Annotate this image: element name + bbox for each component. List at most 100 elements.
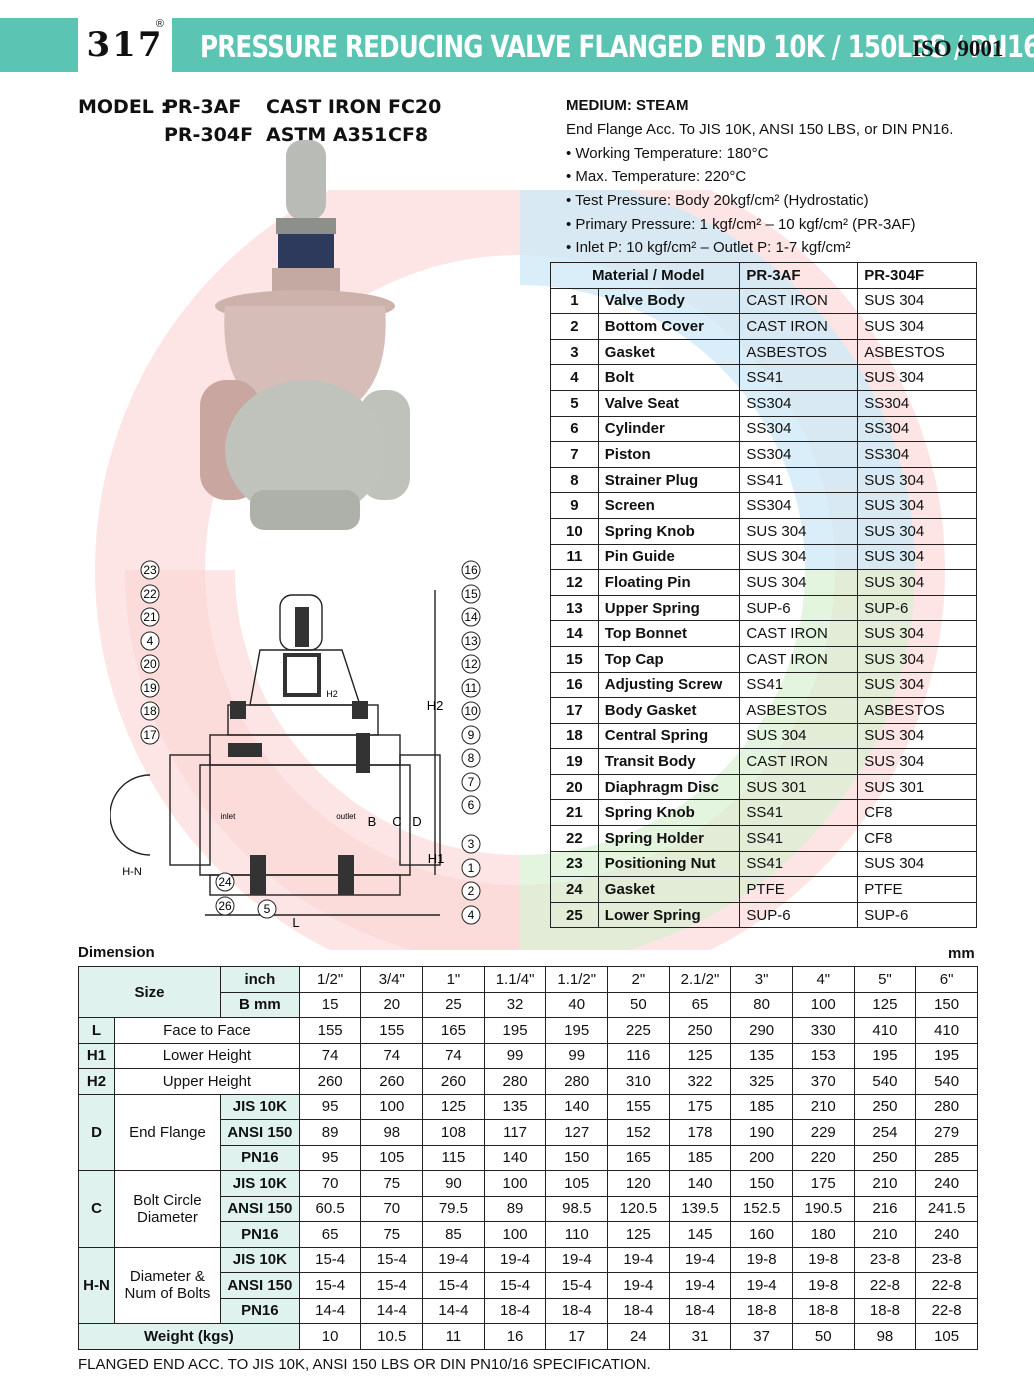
dimension-value: 195 (853, 1042, 917, 1069)
inch-value: 1" (422, 966, 485, 993)
dimension-value: 210 (853, 1221, 917, 1248)
material-pr3af: SUP-6 (739, 594, 859, 622)
dimension-value: 280 (483, 1068, 547, 1095)
dimension-code: H1 (78, 1042, 115, 1069)
material-pr304f: SUS 304 (857, 645, 977, 673)
dimension-value: 260 (422, 1068, 485, 1095)
material-part-name: Spring Knob (597, 517, 741, 545)
material-pr304f: ASBESTOS (857, 697, 977, 724)
dimension-value: 370 (791, 1068, 855, 1095)
page-title: PRESSURE REDUCING VALVE FLANGED END 10K … (200, 30, 1034, 65)
callouts-right: 16 15 14 13 12 11 10 9 8 7 6 3 1 2 4 (461, 560, 481, 925)
material-pr304f: PTFE (857, 876, 977, 903)
material-pr3af: SS304 (739, 415, 859, 443)
valve-cross-section-diagram: 23 22 21 4 20 19 18 17 16 15 14 13 12 11… (110, 560, 481, 930)
dimension-value: 18-8 (791, 1297, 855, 1324)
dimension-value: 175 (668, 1093, 732, 1120)
material-number: 8 (550, 466, 599, 494)
material-pr304f: SUS 304 (857, 517, 977, 545)
dimension-value: 98.5 (545, 1195, 609, 1222)
dimension-value: 152.5 (730, 1195, 793, 1222)
material-pr304f: SUS 304 (857, 543, 977, 571)
standard-label: PN16 (219, 1221, 300, 1248)
material-part-name: Valve Seat (597, 389, 741, 417)
material-number: 23 (550, 850, 599, 878)
spec-medium: MEDIUM: STEAM (566, 97, 689, 114)
svg-text:20: 20 (143, 657, 157, 671)
material-number: 21 (550, 799, 599, 827)
footer-note: FLANGED END ACC. TO JIS 10K, ANSI 150 LB… (78, 1356, 651, 1373)
material-pr304f: SUP-6 (857, 901, 977, 929)
dimension-label: Diameter & Num of Bolts (113, 1246, 221, 1324)
standard-label: JIS 10K (219, 1246, 300, 1273)
dimension-value: 22-8 (915, 1272, 978, 1299)
material-pr304f: SUS 304 (857, 313, 977, 340)
svg-text:H-N: H-N (122, 866, 142, 878)
material-pr3af: SS41 (739, 466, 859, 494)
svg-text:15: 15 (464, 587, 478, 601)
dimension-value: 18-4 (483, 1297, 547, 1324)
dimension-value: 19-8 (791, 1272, 855, 1299)
dimension-value: 19-4 (607, 1272, 670, 1299)
material-number: 10 (550, 517, 599, 545)
dimension-value: 14-4 (422, 1297, 485, 1324)
material-part-name: Positioning Nut (597, 850, 741, 878)
dimension-value: 210 (853, 1170, 917, 1197)
dimension-value: 250 (853, 1144, 917, 1171)
standard-label: JIS 10K (219, 1170, 300, 1197)
dimension-value: 229 (791, 1119, 855, 1146)
weight-value: 10.5 (360, 1323, 424, 1350)
material-part-name: Bottom Cover (597, 313, 741, 340)
material-pr3af: SUS 304 (739, 569, 859, 596)
dimension-value: 120.5 (607, 1195, 670, 1222)
standard-label: JIS 10K (219, 1093, 300, 1120)
svg-text:9: 9 (468, 728, 475, 742)
material-part-name: Piston (597, 441, 741, 468)
standard-label: ANSI 150 (219, 1272, 300, 1299)
material-pr304f: SS304 (857, 389, 977, 417)
bmm-value: 25 (422, 991, 485, 1018)
dimension-value: 540 (853, 1068, 917, 1095)
spec-bullet: • Test Pressure: Body 20kgf/cm² (Hydrost… (566, 192, 869, 209)
dimension-value: 175 (791, 1170, 855, 1197)
svg-text:8: 8 (468, 751, 475, 765)
dimension-value: 116 (607, 1042, 670, 1069)
weight-value: 50 (791, 1323, 855, 1350)
svg-text:1: 1 (468, 861, 475, 875)
inch-value: 2" (607, 966, 670, 993)
dimension-value: 180 (791, 1221, 855, 1248)
model-material-1: CAST IRON (266, 96, 382, 118)
dimension-value: 79.5 (422, 1195, 485, 1222)
dimension-value: 178 (668, 1119, 732, 1146)
dimension-value: 254 (853, 1119, 917, 1146)
material-number: 9 (550, 492, 599, 519)
dimension-value: 190.5 (791, 1195, 855, 1222)
svg-text:inlet: inlet (221, 812, 236, 821)
dimension-value: 108 (422, 1119, 485, 1146)
inch-value: 3/4" (360, 966, 424, 993)
dimension-value: 22-8 (915, 1297, 978, 1324)
dimension-value: 185 (730, 1093, 793, 1120)
dimension-value: 140 (668, 1170, 732, 1197)
dimension-value: 110 (545, 1221, 609, 1248)
dimension-value: 155 (607, 1093, 670, 1120)
material-number: 22 (550, 825, 599, 852)
inch-value: 2.1/2" (668, 966, 732, 993)
dimension-value: 280 (545, 1068, 609, 1095)
